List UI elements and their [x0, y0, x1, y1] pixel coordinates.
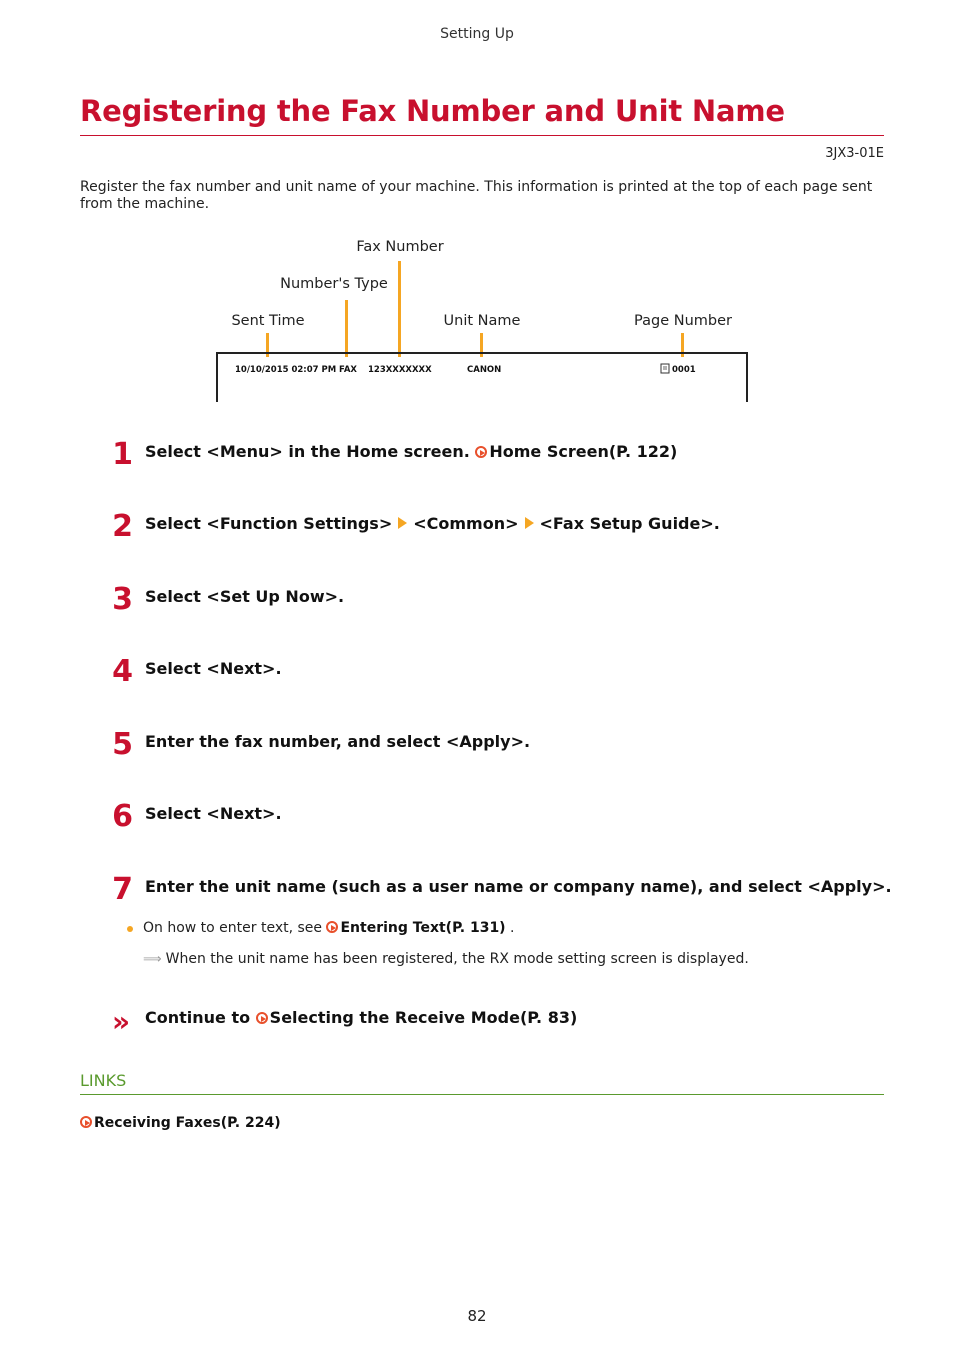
triangle-right-icon [398, 517, 408, 529]
step-5-text: Enter the fax number, and select <Apply>… [145, 732, 531, 751]
step-4-number: 4 [112, 654, 133, 689]
sample-type: FAX [339, 365, 357, 375]
unit-name-pointer [480, 333, 483, 357]
sample-date-time: 10/10/2015 02:07 PM [235, 365, 336, 375]
link-arrow-icon [475, 446, 488, 458]
step-1-text: Select <Menu> in the Home screen. Home S… [145, 442, 677, 462]
numbers-type-pointer [345, 300, 348, 357]
step-7-number: 7 [112, 872, 133, 907]
receive-mode-link[interactable]: Selecting the Receive Mode(P. 83) [269, 1008, 578, 1027]
continue-prefix: Continue to [145, 1008, 256, 1027]
receiving-faxes-link[interactable]: Receiving Faxes(P. 224) [94, 1115, 281, 1131]
paper-outline [216, 352, 748, 402]
double-chevron-icon: » [112, 1005, 131, 1038]
step-7-note: On how to enter text, see Entering Text(… [143, 920, 515, 936]
step-2-part-3: <Fax Setup Guide>. [539, 514, 720, 533]
step-1-number: 1 [112, 437, 133, 472]
links-item[interactable]: Receiving Faxes(P. 224) [80, 1115, 281, 1131]
fax-number-pointer [398, 261, 401, 357]
step-3-text: Select <Set Up Now>. [145, 587, 345, 606]
intro-paragraph: Register the fax number and unit name of… [80, 179, 873, 212]
document-code: 3JX3-01E [825, 146, 884, 161]
label-fax-number: Fax Number [356, 239, 443, 255]
step-1-label: Select <Menu> in the Home screen. [145, 442, 476, 461]
step-7-text: Enter the unit name (such as a user name… [145, 877, 892, 896]
label-page-number: Page Number [634, 313, 732, 329]
continue-text: Continue to Selecting the Receive Mode(P… [145, 1008, 577, 1028]
bullet-icon [127, 926, 133, 932]
step-3-number: 3 [112, 582, 133, 617]
page-title: Registering the Fax Number and Unit Name [80, 94, 785, 128]
label-unit-name: Unit Name [444, 313, 521, 329]
link-arrow-icon [255, 1012, 268, 1024]
page-header: Setting Up [440, 26, 514, 42]
sample-number: 123XXXXXXX [368, 365, 432, 375]
sample-unit: CANON [467, 365, 501, 375]
label-numbers-type: Number's Type [280, 276, 388, 292]
label-sent-time: Sent Time [231, 313, 304, 329]
step-2-part-1: Select <Function Settings> [145, 514, 393, 533]
page-number-pointer [681, 333, 684, 357]
step-7-result: ⟹When the unit name has been registered,… [143, 951, 749, 967]
step-6-text: Select <Next>. [145, 804, 282, 823]
step-7-note-suffix: . [505, 920, 515, 936]
step-6-number: 6 [112, 799, 133, 834]
result-arrow-icon: ⟹ [143, 952, 162, 967]
step-2-number: 2 [112, 509, 133, 544]
sample-page: 0001 [672, 365, 696, 375]
fax-header-diagram: Fax Number Number's Type Sent Time Unit … [216, 239, 748, 402]
step-4-text: Select <Next>. [145, 659, 282, 678]
links-heading: LINKS [80, 1071, 127, 1090]
page-icon [660, 363, 670, 374]
home-screen-link[interactable]: Home Screen(P. 122) [489, 442, 678, 461]
links-divider [80, 1094, 884, 1095]
link-arrow-icon [80, 1116, 92, 1128]
link-arrow-icon [326, 921, 339, 933]
step-7-note-prefix: On how to enter text, see [143, 920, 327, 936]
triangle-right-icon [524, 517, 534, 529]
step-2-part-2: <Common> [413, 514, 519, 533]
title-divider [80, 135, 884, 136]
step-2-text: Select <Function Settings> <Common> <Fax S… [145, 514, 720, 534]
entering-text-link[interactable]: Entering Text(P. 131) [340, 920, 506, 936]
step-5-number: 5 [112, 727, 133, 762]
page-number: 82 [467, 1307, 487, 1325]
step-7-result-text: When the unit name has been registered, … [165, 951, 749, 967]
sent-time-pointer [266, 333, 269, 357]
